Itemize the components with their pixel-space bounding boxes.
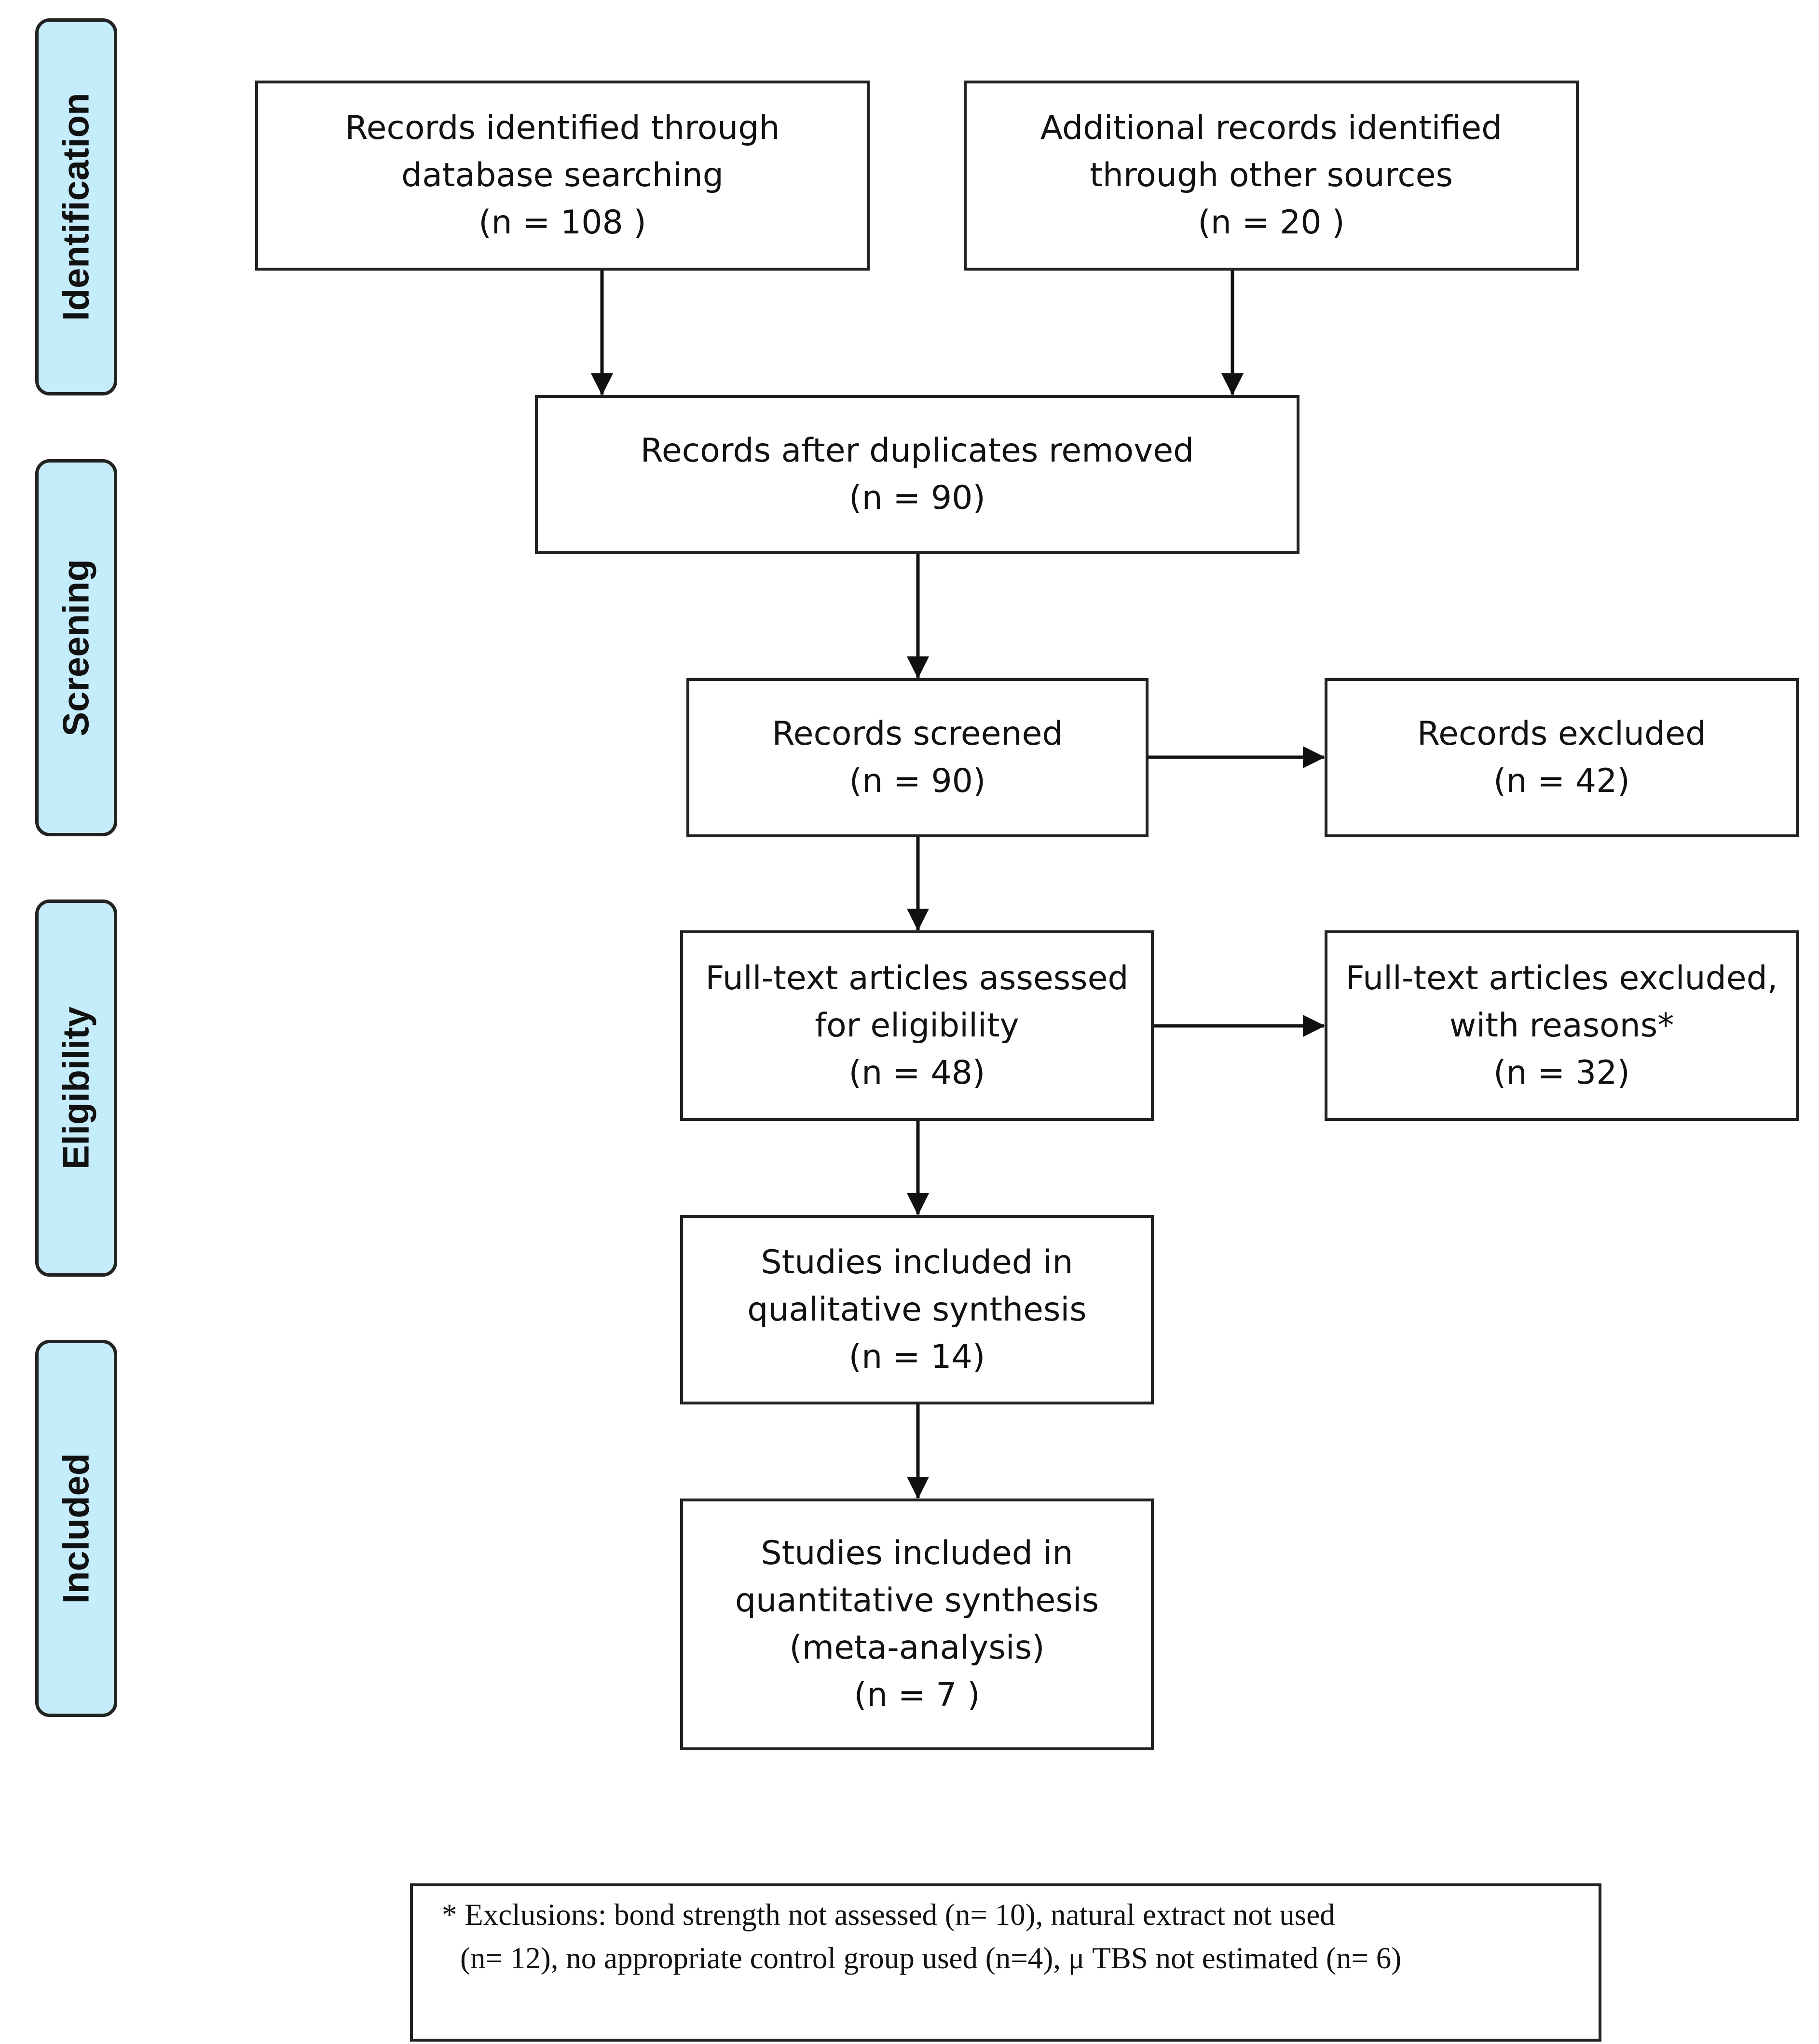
stage-included: Included (35, 1340, 117, 1717)
box-count: (n = 90) (849, 479, 985, 517)
box-count: (n = 14) (848, 1337, 985, 1376)
box-text: for eligibility (815, 1006, 1019, 1045)
box-text: Records excluded (1417, 715, 1707, 753)
exclusions-footnote: * Exclusions: bond strength not assessed… (410, 1883, 1601, 2042)
box-text: Records screened (772, 715, 1063, 753)
box-fulltext-excluded: Full-text articles excluded, with reason… (1325, 930, 1799, 1121)
stage-eligibility: Eligibility (35, 899, 117, 1277)
box-count: (n = 7 ) (854, 1676, 980, 1714)
box-fulltext-assessed: Full-text articles assessed for eligibil… (680, 930, 1154, 1121)
box-count: (n = 90) (849, 762, 986, 800)
box-text: qualitative synthesis (747, 1290, 1087, 1329)
box-text: Records after duplicates removed (640, 432, 1194, 470)
stage-identification: Identification (35, 18, 117, 395)
box-text: through other sources (1090, 156, 1453, 194)
box-count: (n = 48) (848, 1053, 985, 1092)
footnote-line: (n= 12), no appropriate control group us… (460, 1941, 1402, 1975)
box-other-sources: Additional records identified through ot… (964, 81, 1579, 271)
box-text: database searching (401, 156, 724, 194)
footnote-line: * Exclusions: bond strength not assessed… (442, 1898, 1335, 1932)
box-text: Studies included in (761, 1243, 1073, 1281)
box-text: Records identified through (345, 109, 780, 147)
box-text: with reasons* (1449, 1006, 1674, 1045)
box-text: (meta-analysis) (789, 1629, 1045, 1667)
box-records-excluded: Records excluded (n = 42) (1325, 678, 1799, 837)
box-count: (n = 20 ) (1198, 204, 1345, 242)
stage-screening: Screening (35, 459, 117, 836)
box-database-searching: Records identified through database sear… (255, 81, 870, 271)
box-records-screened: Records screened (n = 90) (686, 678, 1149, 837)
box-text: Additional records identified (1040, 109, 1503, 147)
box-count: (n = 42) (1493, 762, 1630, 800)
box-duplicates-removed: Records after duplicates removed (n = 90… (535, 395, 1299, 554)
box-text: Full-text articles assessed (705, 959, 1129, 997)
box-quantitative-synthesis: Studies included in quantitative synthes… (680, 1499, 1154, 1750)
box-text: quantitative synthesis (735, 1581, 1099, 1620)
box-qualitative-synthesis: Studies included in qualitative synthesi… (680, 1215, 1154, 1404)
box-text: Full-text articles excluded, (1345, 959, 1778, 997)
box-text: Studies included in (761, 1534, 1073, 1572)
box-count: (n = 32) (1493, 1053, 1630, 1092)
box-count: (n = 108 ) (479, 204, 646, 242)
